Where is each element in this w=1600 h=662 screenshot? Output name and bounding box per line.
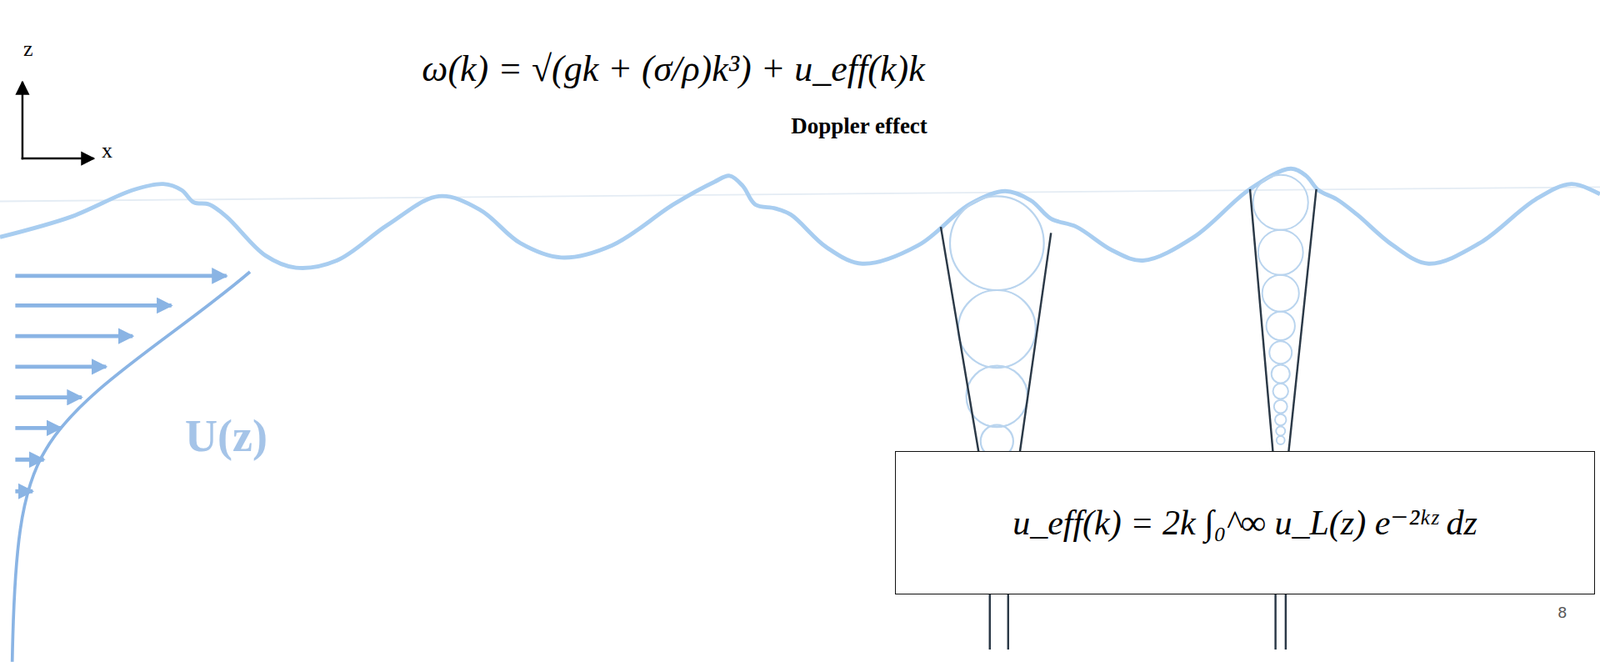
axis-label: z	[23, 36, 34, 62]
axis-label: x	[101, 138, 113, 164]
velocity-profile	[12, 271, 250, 662]
profile-curve	[12, 271, 250, 662]
formula-box: u_eff(k) = 2k ∫₀^∞ u_L(z) e⁻²ᵏᶻ dz	[895, 450, 1595, 594]
formula-text: u_eff(k) = 2k ∫₀^∞ u_L(z) e⁻²ᵏᶻ dz	[1012, 501, 1478, 543]
dispersion-formula: ω(k) = √(gk + (σ/ρ)k³) + u_eff(k)k	[421, 48, 925, 91]
profile-label: U(z)	[185, 410, 268, 462]
page-number: 8	[1557, 603, 1567, 622]
formula-note: Doppler effect	[790, 113, 928, 140]
mean-level	[0, 186, 1600, 201]
z-axis	[21, 81, 24, 160]
x-axis	[21, 157, 95, 160]
wave-surface	[0, 168, 1600, 268]
axes	[21, 81, 95, 160]
